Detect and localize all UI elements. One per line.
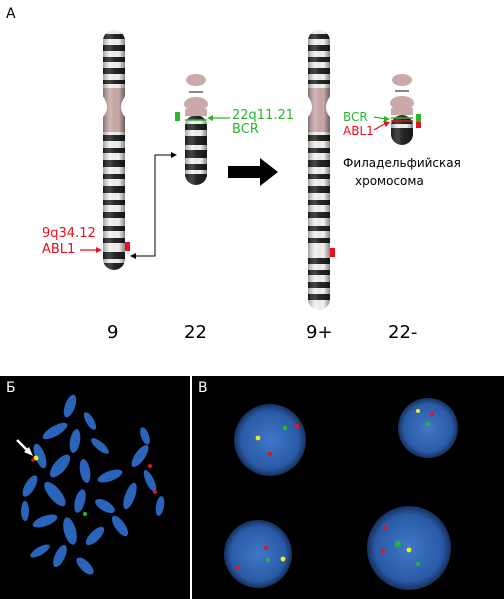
panel-letter-a: A <box>6 6 16 22</box>
abl1-marker-9 <box>125 242 130 251</box>
interphase-nuclei <box>224 398 458 590</box>
chromosome-22-minus <box>390 74 414 145</box>
bcr-marker-22 <box>175 112 180 121</box>
bcr-marker-22minus <box>416 114 421 122</box>
panel-divider <box>190 376 192 599</box>
chromosome-22 <box>184 74 208 185</box>
abl1-marker-9plus <box>330 248 335 257</box>
abl1-marker-22minus <box>416 122 421 128</box>
panel-letter-c: В <box>198 380 208 396</box>
panel-letter-b: Б <box>6 380 16 396</box>
centromere-left <box>102 95 107 118</box>
chromosome-9-plus <box>308 30 330 310</box>
chr22minus-abl1-label: ABL1 <box>343 124 374 138</box>
chr22minus-number: 22- <box>388 322 418 343</box>
fish-micrographs <box>16 376 458 599</box>
chromosome-9 <box>103 30 125 270</box>
chr9-locus-label: 9q34.12 <box>42 226 96 241</box>
panel-a: A 22q11.21 BCR 9q34.12 ABL1 BCR ABL1 Фил… <box>6 6 461 343</box>
centromere-right <box>121 95 126 118</box>
metaphase-spread <box>21 394 165 575</box>
big-arrow <box>228 158 278 186</box>
chr22-number: 22 <box>184 322 207 343</box>
chr9plus-number: 9+ <box>306 322 333 343</box>
micrograph-panels: Б В <box>0 376 504 599</box>
philadelphia-caption-line2: хромосома <box>355 174 424 188</box>
chromosome-diagram <box>80 30 421 310</box>
philadelphia-caption-line1: Филадельфийская <box>343 156 461 170</box>
chr22minus-bcr-label: BCR <box>343 110 368 124</box>
chr9-number: 9 <box>107 322 119 343</box>
chr9-gene-label: ABL1 <box>42 242 76 257</box>
chr22-gene-label: BCR <box>232 122 259 137</box>
chr22-locus-label: 22q11.21 <box>232 108 295 123</box>
